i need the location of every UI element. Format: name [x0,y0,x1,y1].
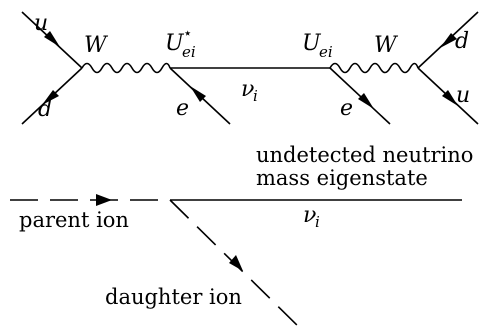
label-coupling: U ei [302,31,333,61]
svg-text:U: U [165,31,185,56]
label-neutrino-emitted: ν i [303,203,320,231]
label-electron-left: e [176,96,189,121]
label-quark-u-out: u [456,83,470,108]
svg-text:ei: ei [182,43,196,61]
daughter-ion-arrow [229,255,243,271]
svg-text:ν: ν [303,203,316,228]
label-w-boson-left: W [84,33,109,58]
electron-right-arrow [358,93,374,109]
note-line-2: mass eigenstate [256,166,428,190]
quark-d-arrow [42,90,59,105]
label-parent-ion: parent ion [19,208,129,232]
label-daughter-ion: daughter ion [105,285,242,309]
svg-text:ei: ei [319,43,333,61]
w-boson-left-wavy [81,62,171,74]
quark-u-arrow [44,31,60,47]
label-coupling-conjugate: U ⋆ ei [165,24,196,61]
note-line-1: undetected neutrino [256,143,473,167]
quark-u-out-arrow [442,90,458,106]
svg-text:U: U [302,31,322,56]
svg-text:i: i [315,213,320,231]
label-electron-right: e [340,96,353,121]
svg-text:i: i [253,87,258,105]
svg-text:ν: ν [241,77,254,102]
w-boson-right-wavy [329,62,419,74]
label-neutrino-propagator: ν i [241,77,258,105]
label-quark-d-out: d [38,97,52,122]
quark-d-in-arrow [440,33,457,48]
svg-text:⋆: ⋆ [183,24,192,42]
label-w-boson-right: W [374,33,399,58]
electron-right-line [329,67,391,125]
electron-left-arrow [190,86,206,102]
parent-ion-arrow [96,194,112,206]
label-quark-u-in: u [34,11,48,36]
label-quark-d-in: d [455,29,469,54]
